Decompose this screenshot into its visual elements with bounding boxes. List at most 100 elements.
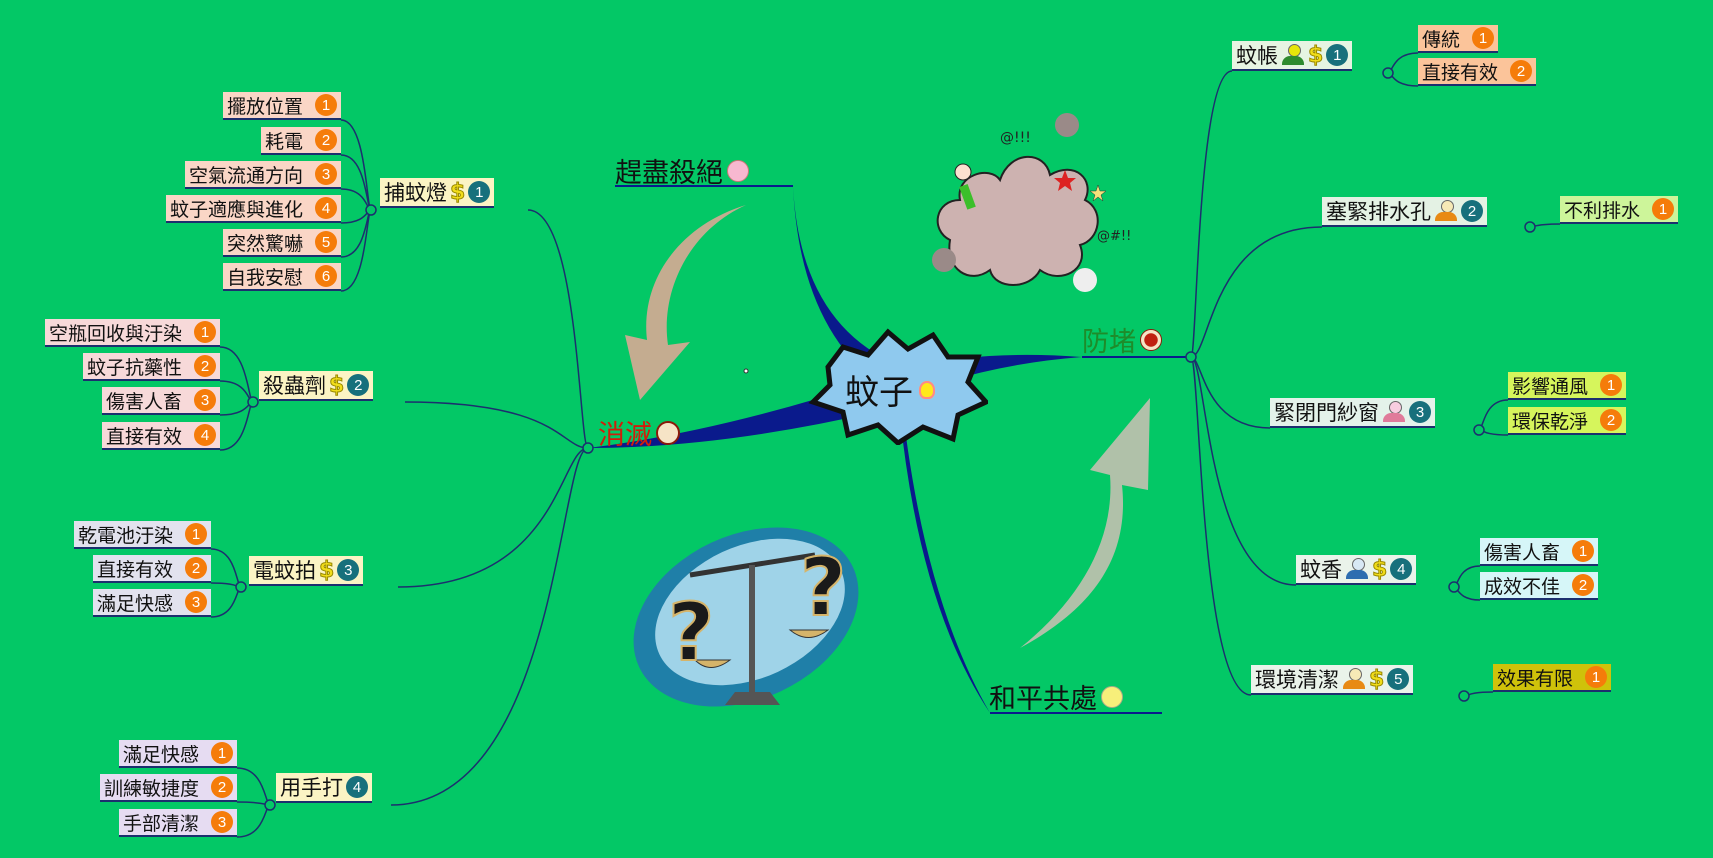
collapse-toggle[interactable]	[1458, 690, 1470, 702]
subtopic-label: 乾電池汙染	[77, 524, 173, 547]
number-badge-icon: 3	[185, 591, 207, 613]
number-badge-icon: 1	[1600, 374, 1623, 396]
number-badge-icon: 1	[1652, 198, 1675, 220]
subtopic-label: 傳統	[1422, 28, 1461, 51]
subtopic-label: 直接有效	[96, 558, 173, 581]
connector-line	[527, 209, 589, 449]
topic-2-label: 殺蟲劑	[263, 374, 326, 398]
central-topic-label: 蚊子	[845, 373, 913, 413]
subtopic-label: 成效不佳	[1484, 575, 1561, 598]
topic-4-label: 蚊香	[1300, 558, 1342, 582]
number-badge-icon: 2	[211, 776, 233, 798]
number-badge-icon: 2	[315, 129, 337, 151]
subtopic[interactable]: 環保乾淨 2	[1508, 407, 1627, 435]
person-icon	[1345, 558, 1369, 580]
branch-prevent-label: 防堵	[1082, 327, 1136, 358]
number-badge-icon: 2	[1510, 60, 1533, 82]
number-badge-icon: 1	[194, 321, 216, 343]
collapse-toggle[interactable]	[235, 581, 247, 593]
person-icon	[1434, 200, 1458, 222]
subtopic[interactable]: 空瓶回收與汙染 1	[44, 319, 220, 347]
priority-badge-icon: 2	[347, 374, 370, 396]
connector-line	[1190, 356, 1297, 586]
topic-1[interactable]: 捕蚊燈$1	[380, 178, 495, 208]
subtopic-label: 影響通風	[1512, 375, 1589, 398]
collapse-toggle[interactable]	[1524, 221, 1536, 233]
collapse-toggle[interactable]	[582, 442, 594, 454]
collapse-toggle[interactable]	[264, 799, 276, 811]
priority-badge-icon: 3	[1409, 401, 1431, 423]
branch-eliminate-all[interactable]: 趕盡殺絕	[615, 151, 749, 190]
branch-eliminate[interactable]: 消滅	[598, 413, 680, 452]
priority-badge-icon: 3	[337, 559, 360, 581]
branch-coexist[interactable]: 和平共處	[989, 677, 1123, 716]
subtopic-label: 空瓶回收與汙染	[48, 322, 182, 345]
subtopic-label: 蚊子適應與進化	[169, 198, 303, 221]
subtopic-label: 直接有效	[1422, 61, 1499, 84]
topic-1[interactable]: 蚊帳$1	[1232, 41, 1353, 71]
dollar-icon: $	[1368, 666, 1385, 692]
balance-scale-clipart: ? ?	[633, 527, 859, 707]
subtopic[interactable]: 耗電 2	[260, 127, 341, 155]
priority-badge-icon: 1	[468, 181, 491, 203]
collapse-toggle[interactable]	[247, 396, 259, 408]
subtopic[interactable]: 直接有效 2	[1418, 58, 1537, 86]
branch-coexist-label: 和平共處	[989, 684, 1097, 715]
collapse-toggle[interactable]	[1448, 581, 1460, 593]
collapse-toggle[interactable]	[1473, 424, 1485, 436]
dollar-icon: $	[1307, 42, 1324, 68]
number-badge-icon: 1	[315, 94, 337, 116]
connector-line	[210, 586, 242, 618]
svg-text:@#!!: @#!!	[1097, 229, 1131, 244]
connector-line	[404, 401, 589, 449]
subtopic-label: 傷害人畜	[105, 390, 182, 413]
subtopic-label: 滿足快感	[122, 743, 199, 766]
topic-5[interactable]: 環境清潔$5	[1251, 665, 1414, 695]
number-badge-icon: 2	[1600, 409, 1623, 431]
connector-line	[397, 447, 589, 588]
subtopic[interactable]: 影響通風 1	[1508, 372, 1627, 400]
subtopic-label: 蚊子抗藥性	[86, 356, 182, 379]
subtopic-label: 環保乾淨	[1512, 410, 1589, 433]
connector-line	[1190, 356, 1252, 696]
number-badge-icon: 2	[185, 557, 207, 579]
subtopic[interactable]: 直接有效 2	[92, 555, 211, 583]
subtopic-label: 耗電	[264, 130, 303, 153]
priority-badge-icon: 4	[346, 776, 368, 798]
collapse-toggle[interactable]	[1382, 67, 1394, 79]
lightbulb-icon	[919, 380, 935, 399]
collapse-toggle[interactable]	[365, 204, 377, 216]
person-icon	[1281, 44, 1305, 66]
topic-2[interactable]: 殺蟲劑$2	[259, 371, 374, 401]
collapse-toggle[interactable]	[1185, 351, 1197, 363]
branch-prevent[interactable]: 防堵	[1082, 320, 1162, 359]
subtopic-label: 效果有限	[1497, 667, 1574, 690]
central-topic[interactable]: 蚊子	[845, 365, 935, 414]
number-badge-icon: 5	[315, 231, 337, 253]
topic-4[interactable]: 蚊香$4	[1296, 555, 1417, 585]
topic-3[interactable]: 電蚊拍$3	[249, 556, 364, 586]
central-topic-shape	[808, 328, 988, 445]
